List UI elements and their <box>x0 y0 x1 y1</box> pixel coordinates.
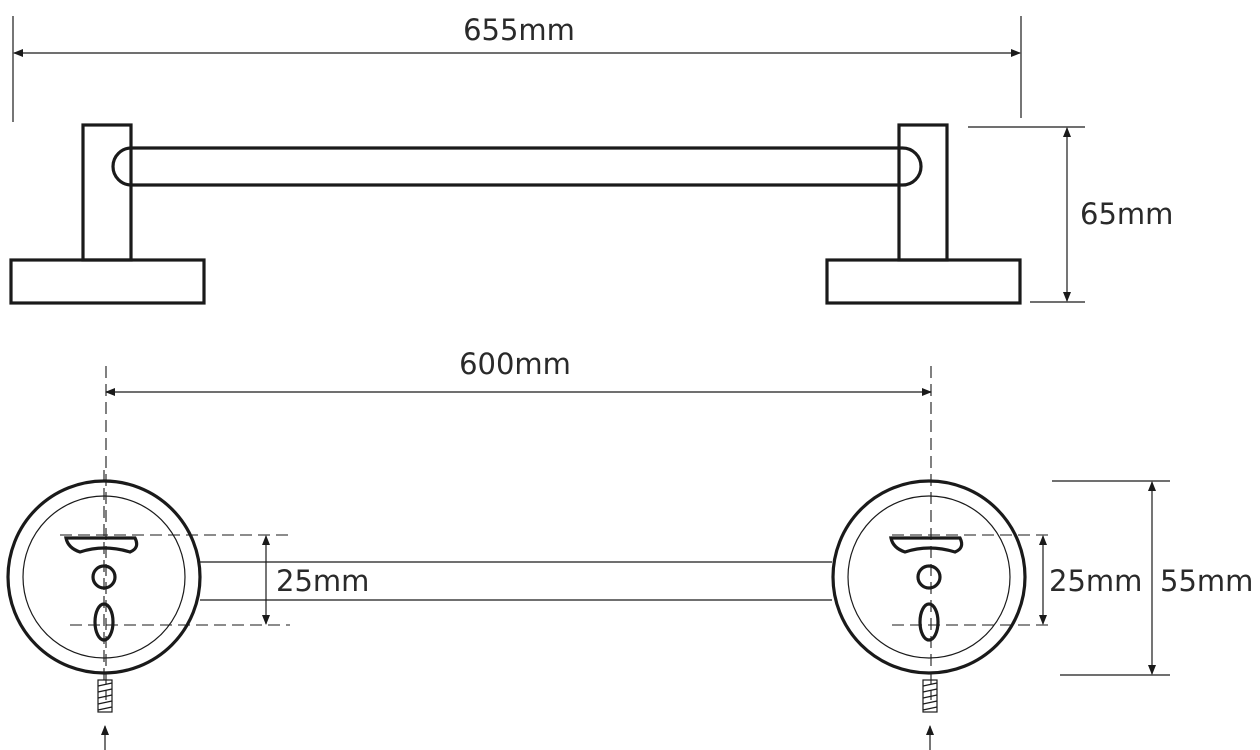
mounting-distance-dimension: 600mm <box>105 347 932 396</box>
hole-spacing-dimension: 25mm <box>1039 535 1142 625</box>
height-dimension: 65mm <box>968 126 1173 303</box>
base-diameter-label: 55mm <box>1160 564 1253 598</box>
right-key-hole <box>918 602 940 642</box>
bar-diameter-label: 25mm <box>276 564 369 598</box>
right-base-plate <box>825 258 1022 305</box>
side-view <box>9 123 1022 305</box>
base-diameter-dimension: 55mm <box>1052 480 1253 676</box>
right-wall-anchor <box>922 679 938 750</box>
left-wall-anchor <box>97 679 113 750</box>
front-bar <box>200 561 832 601</box>
mounting-distance-label: 600mm <box>459 347 571 381</box>
overall-length-dimension: 655mm <box>12 13 1022 122</box>
right-screw-hole <box>916 564 942 590</box>
overall-length-label: 655mm <box>463 13 575 47</box>
towel-bar <box>111 146 923 187</box>
hole-spacing-label: 25mm <box>1049 564 1142 598</box>
left-base-plate <box>9 258 206 305</box>
left-hook-slot <box>64 536 139 554</box>
right-hook-slot <box>889 536 964 554</box>
bar-diameter-dimension: 25mm <box>262 535 369 625</box>
right-post <box>897 123 949 262</box>
left-rosette <box>6 470 290 680</box>
left-post <box>81 123 133 262</box>
right-rosette <box>831 479 1052 675</box>
height-label: 65mm <box>1080 197 1173 231</box>
